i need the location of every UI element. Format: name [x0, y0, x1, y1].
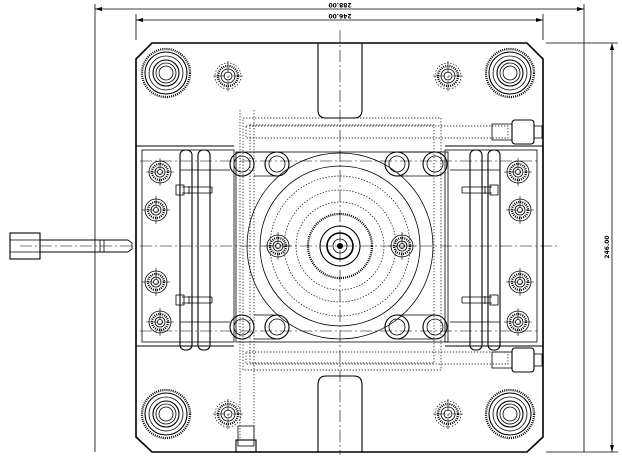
- screw-icon: [140, 194, 172, 226]
- guide-bushing-icon: [484, 47, 536, 99]
- dimension-height: 246.00: [546, 42, 618, 453]
- return-pin-bushing-icon: [211, 397, 245, 431]
- guide-pin-icon: [175, 184, 213, 196]
- guide-bushing-icon: [140, 47, 192, 99]
- right-rail: [444, 149, 538, 351]
- screw-icon: [140, 266, 172, 298]
- return-pin-bushing-icon: [431, 397, 465, 431]
- socket-head-cap-screw-icon: [9, 232, 133, 260]
- screw-icon: [144, 306, 176, 338]
- dimension-height-label: 246.00: [604, 235, 611, 258]
- left-rail: [141, 149, 235, 351]
- guide-bushing-icon: [140, 388, 192, 440]
- guide-bushing-icon: [484, 388, 536, 440]
- water-fitting-bottom: [491, 347, 543, 373]
- dimension-outer-width-label: 288.00: [328, 1, 351, 8]
- guide-pin-icon: [461, 294, 499, 306]
- water-fitting-top: [491, 119, 543, 145]
- return-pin-bushing-icon: [211, 59, 245, 93]
- return-pin-bushing-icon: [431, 59, 465, 93]
- slide-guides: [229, 151, 448, 340]
- screw-icon: [504, 194, 536, 226]
- center-lines: [20, 30, 560, 455]
- screw-icon: [502, 306, 534, 338]
- screw-icon: [144, 156, 176, 188]
- water-fitting-bottom-left: [235, 425, 257, 453]
- screw-icon: [262, 230, 294, 262]
- dimension-inner-width: 246.00: [135, 12, 544, 40]
- dimension-outer-width: 288.00: [94, 1, 585, 452]
- guide-pin-icon: [175, 294, 213, 306]
- screw-icon: [504, 266, 536, 298]
- dimension-inner-width-label: 246.00: [328, 12, 351, 19]
- screw-icon: [502, 156, 534, 188]
- guide-pin-icon: [461, 184, 499, 196]
